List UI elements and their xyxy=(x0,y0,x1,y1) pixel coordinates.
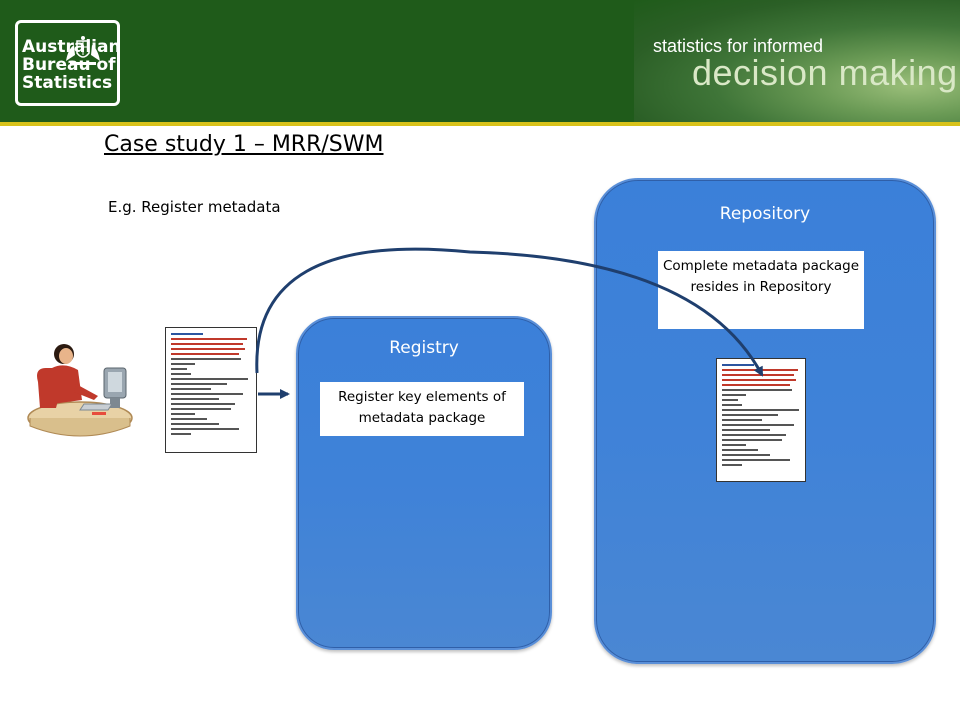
metadata-document-icon xyxy=(716,358,806,482)
slide-subtitle: E.g. Register metadata xyxy=(108,198,281,216)
registry-title: Registry xyxy=(389,338,459,358)
logo-line-2: Bureau of xyxy=(22,55,116,75)
document-lines xyxy=(171,333,251,438)
person-at-computer-icon xyxy=(27,344,133,437)
header-banner: Australian Bureau of Statistics statisti… xyxy=(0,0,960,122)
abs-logo xyxy=(15,20,120,106)
header-photo xyxy=(634,0,960,122)
slide-title: Case study 1 – MRR/SWM xyxy=(104,132,384,157)
tagline-small: statistics for informed xyxy=(653,36,824,56)
tagline-big: decision making xyxy=(692,52,958,93)
header-accent-line xyxy=(0,122,960,126)
coat-of-arms-icon xyxy=(66,36,100,65)
metadata-document-icon xyxy=(165,327,257,453)
repository-note: Complete metadata package resides in Rep… xyxy=(658,251,864,329)
logo-line-1: Australian xyxy=(22,37,121,57)
registry-note: Register key elements of metadata packag… xyxy=(320,382,524,436)
abs-logo-text: Australian Bureau of Statistics xyxy=(22,38,126,92)
registry-panel: Registry xyxy=(296,316,552,650)
document-lines xyxy=(722,364,802,469)
logo-line-3: Statistics xyxy=(22,73,113,93)
repository-title: Repository xyxy=(719,204,811,224)
